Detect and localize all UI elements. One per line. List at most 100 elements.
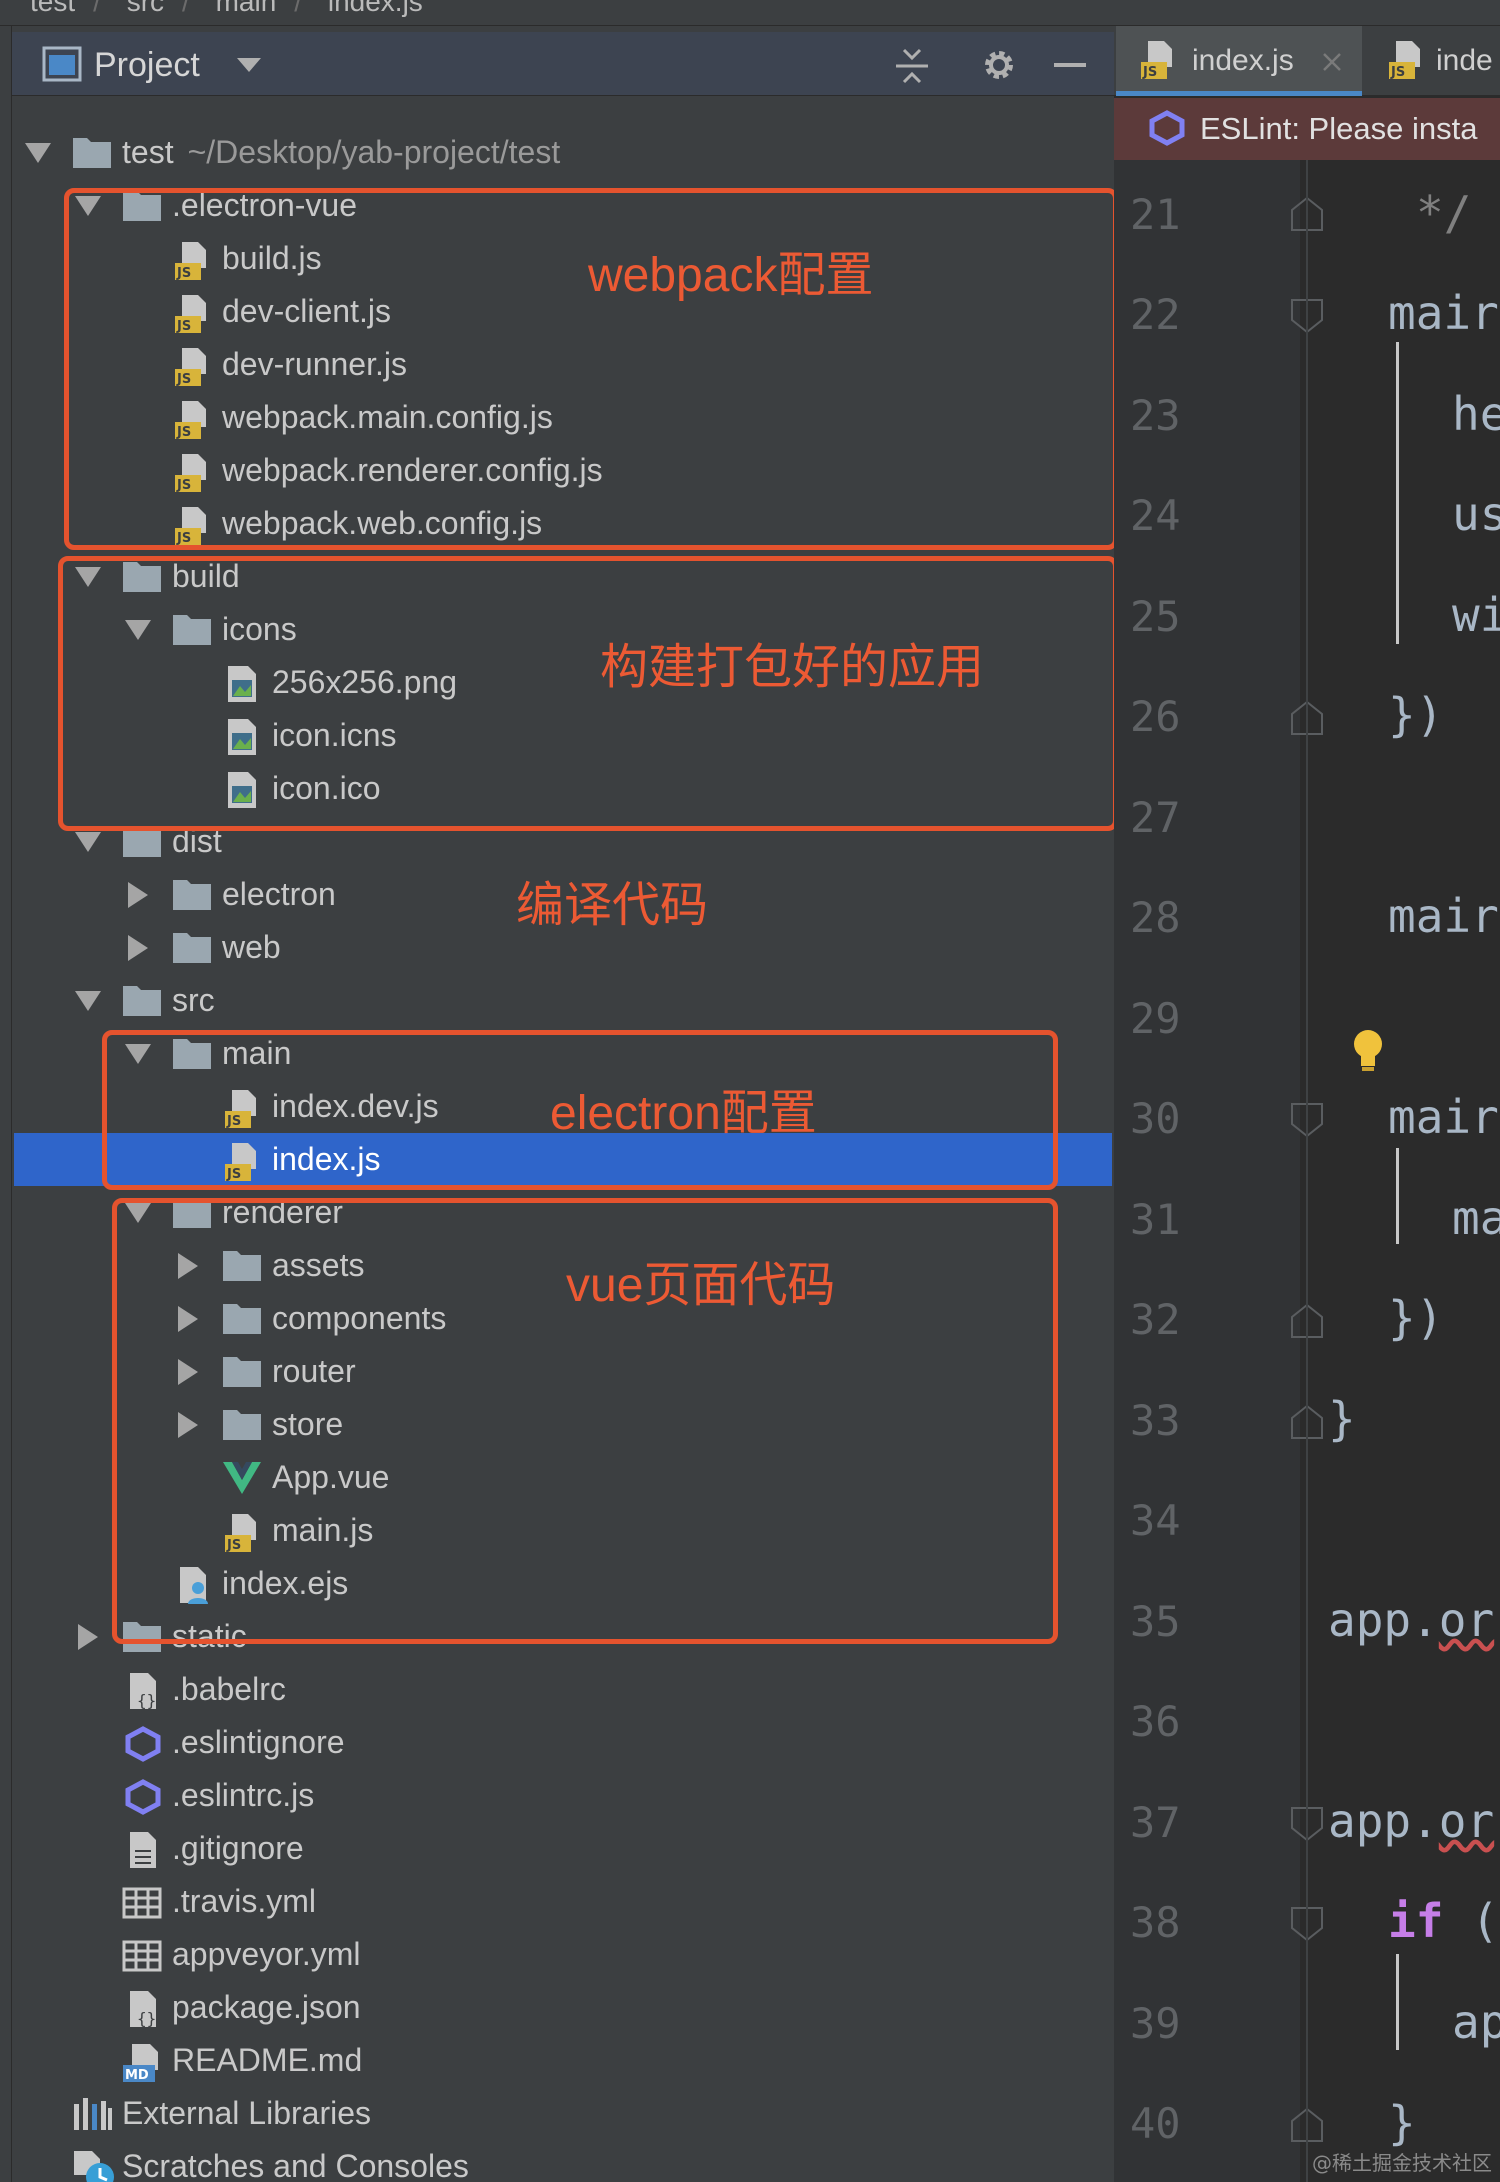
close-icon[interactable] (1322, 52, 1342, 72)
chevron-right-icon[interactable] (126, 881, 150, 909)
tree-row-scratches[interactable]: Scratches and Consoles (14, 2140, 1112, 2182)
tree-row-static[interactable]: static (14, 1610, 1112, 1663)
file-label: webpack.web.config.js (222, 505, 543, 541)
code-line-24: us (1452, 487, 1500, 541)
svg-text:JS: JS (176, 372, 191, 387)
chevron-right-icon[interactable] (176, 1411, 200, 1439)
project-view-title[interactable]: Project (94, 46, 200, 84)
tree-row-file[interactable]: .eslintignore (14, 1716, 1112, 1769)
annotation-text: vue页面代码 (566, 1259, 836, 1312)
js-file-icon: JS (225, 1514, 256, 1553)
gear-icon[interactable] (978, 44, 1020, 86)
tree-row-router[interactable]: router (14, 1345, 1112, 1398)
fold-marker-icon[interactable] (1290, 1906, 1324, 1942)
folder-label: store (272, 1406, 344, 1442)
chevron-down-icon[interactable] (74, 565, 102, 589)
chevron-right-icon[interactable] (126, 934, 150, 962)
svg-text:JS: JS (1142, 65, 1157, 80)
tree-row-icons[interactable]: icons (14, 603, 1112, 656)
tree-row-index-js-selected[interactable]: JS index.js (14, 1133, 1112, 1186)
tree-row-electron[interactable]: electron (14, 868, 1112, 921)
tree-row-file[interactable]: JS dev-client.js (14, 285, 1112, 338)
tree-row-file[interactable]: JS main.js (14, 1504, 1112, 1557)
collapse-all-icon[interactable] (892, 46, 932, 86)
tree-row-store[interactable]: store (14, 1398, 1112, 1451)
folder-label: web (222, 929, 281, 965)
light-bulb-icon[interactable] (1350, 1028, 1386, 1072)
text-file-icon (130, 1832, 156, 1868)
tree-row-external-libraries[interactable]: External Libraries (14, 2087, 1112, 2140)
chevron-down-icon[interactable] (124, 1201, 152, 1225)
line-number: 40 (1130, 2099, 1181, 2148)
svg-text:JS: JS (176, 531, 191, 546)
line-number: 21 (1130, 190, 1181, 239)
tree-row-file[interactable]: .travis.yml (14, 1875, 1112, 1928)
fold-marker-icon[interactable] (1290, 1404, 1324, 1440)
chevron-right-icon[interactable] (176, 1252, 200, 1280)
breadcrumb-item-main[interactable]: main (215, 0, 277, 17)
tree-row-file[interactable]: .eslintrc.js (14, 1769, 1112, 1822)
chevron-down-icon[interactable] (74, 830, 102, 854)
chevron-right-icon[interactable] (176, 1358, 200, 1386)
tree-row-file[interactable]: JS index.dev.js (14, 1080, 1112, 1133)
chevron-down-icon[interactable] (74, 989, 102, 1013)
tree-row-main[interactable]: main (14, 1027, 1112, 1080)
chevron-right-icon[interactable] (176, 1305, 200, 1333)
chevron-down-icon[interactable] (74, 194, 102, 218)
eslint-banner[interactable]: ESLint: Please insta (1114, 98, 1500, 160)
tree-row-build[interactable]: build (14, 550, 1112, 603)
tree-row-root[interactable]: test~/Desktop/yab-project/test (14, 126, 1112, 179)
folder-label: main (222, 1035, 292, 1071)
tree-row-file[interactable]: icon.icns (14, 709, 1112, 762)
code-line-39: ap (1452, 1995, 1500, 2049)
breadcrumb-item-src[interactable]: src (126, 0, 165, 17)
tree-row-components[interactable]: components (14, 1292, 1112, 1345)
tree-row-file[interactable]: MD README.md (14, 2034, 1112, 2087)
tree-row-file[interactable]: JS webpack.main.config.js (14, 391, 1112, 444)
hide-panel-icon[interactable] (1052, 50, 1088, 80)
tree-row-src[interactable]: src (14, 974, 1112, 1027)
tree-row-assets[interactable]: assets (14, 1239, 1112, 1292)
chevron-down-icon[interactable] (24, 141, 52, 165)
tree-row-file[interactable]: JS dev-runner.js (14, 338, 1112, 391)
code-line-31: ma (1452, 1191, 1500, 1245)
chevron-down-icon[interactable] (236, 56, 262, 74)
breadcrumb-item-index-js[interactable]: index.js (327, 0, 423, 17)
tree-row-file[interactable]: {} package.json (14, 1981, 1112, 2034)
tree-row-file[interactable]: .gitignore (14, 1822, 1112, 1875)
chevron-down-icon[interactable] (124, 1042, 152, 1066)
line-number: 35 (1130, 1597, 1181, 1646)
chevron-down-icon[interactable] (124, 618, 152, 642)
tree-row-file[interactable]: App.vue (14, 1451, 1112, 1504)
file-label: App.vue (272, 1459, 390, 1495)
code-line-30: mair (1388, 1090, 1499, 1144)
tab-index-js[interactable]: JS index.js (1116, 26, 1362, 96)
fold-marker-icon[interactable] (1290, 298, 1324, 334)
tab-index-2[interactable]: JS inde (1374, 26, 1500, 96)
folder-icon (73, 138, 111, 168)
fold-marker-icon[interactable] (1290, 1806, 1324, 1842)
scratches-icon (74, 2151, 114, 2182)
tree-row-file[interactable]: 256x256.png (14, 656, 1112, 709)
fold-marker-icon[interactable] (1290, 1102, 1324, 1138)
tree-row-file[interactable]: {} .babelrc (14, 1663, 1112, 1716)
code-editor[interactable]: JS index.js JS inde ESLint: Please insta… (1114, 26, 1500, 2182)
chevron-right-icon[interactable] (76, 1623, 100, 1651)
line-number: 36 (1130, 1697, 1181, 1746)
fold-marker-icon[interactable] (1290, 2107, 1324, 2143)
tree-row-file[interactable]: JS webpack.renderer.config.js (14, 444, 1112, 497)
tree-row-electron-vue[interactable]: .electron-vue (14, 179, 1112, 232)
tree-row-file[interactable]: JS build.js (14, 232, 1112, 285)
tree-row-file[interactable]: appveyor.yml (14, 1928, 1112, 1981)
tree-label: Scratches and Consoles (122, 2148, 469, 2182)
fold-marker-icon[interactable] (1290, 196, 1324, 232)
tree-row-file[interactable]: icon.ico (14, 762, 1112, 815)
svg-text:JS: JS (176, 425, 191, 440)
fold-marker-icon[interactable] (1290, 1303, 1324, 1339)
breadcrumb-item-test[interactable]: test (30, 0, 76, 17)
tree-row-file[interactable]: index.ejs (14, 1557, 1112, 1610)
fold-marker-icon[interactable] (1290, 700, 1324, 736)
line-number: 33 (1130, 1396, 1181, 1445)
tree-row-file[interactable]: JS webpack.web.config.js (14, 497, 1112, 550)
tree-row-web[interactable]: web (14, 921, 1112, 974)
